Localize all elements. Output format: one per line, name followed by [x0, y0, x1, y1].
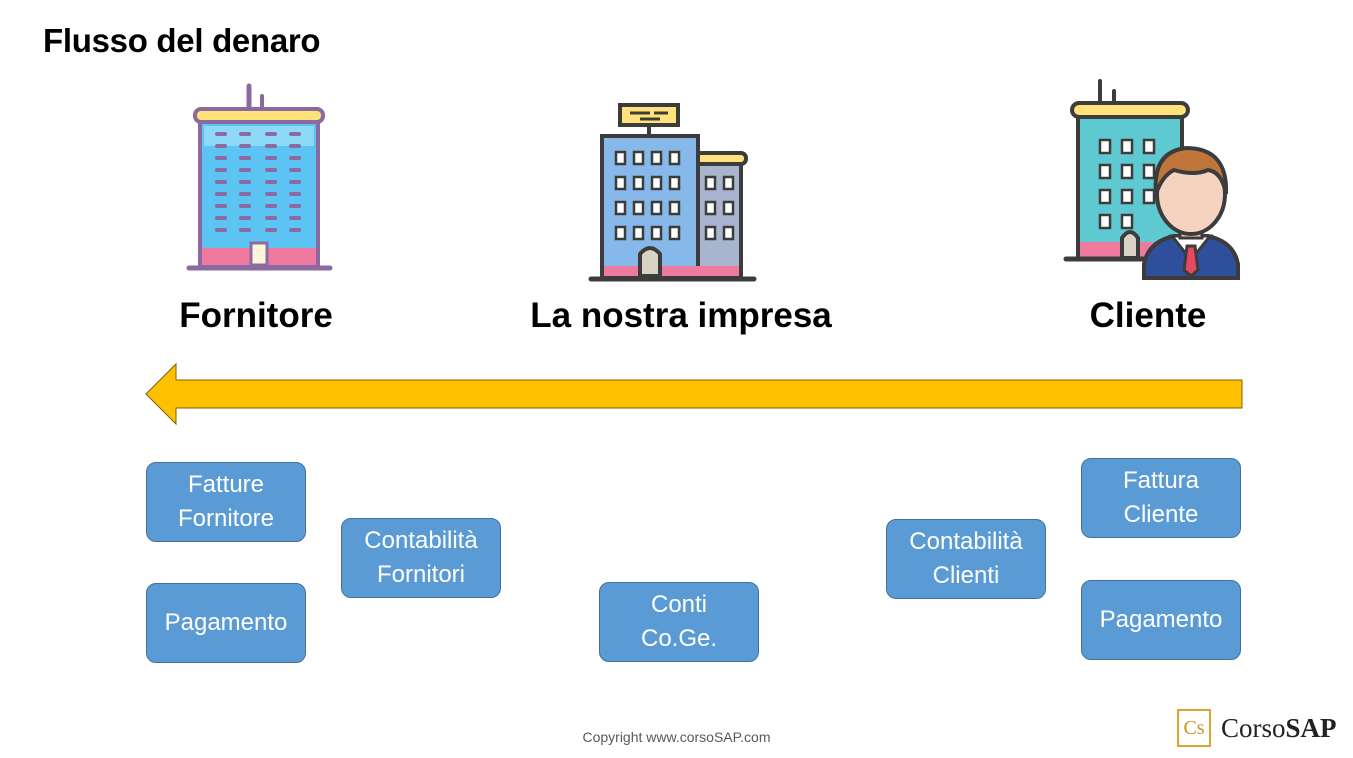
- company-label: La nostra impresa: [530, 296, 832, 335]
- customer-label: Cliente: [1089, 296, 1207, 335]
- skyscraper-icon: [186, 83, 333, 271]
- supplier-payment-box: Pagamento: [146, 583, 306, 663]
- gl-accounts-box: Conti Co.Ge.: [599, 582, 759, 662]
- brand-mark-icon: Cs: [1177, 709, 1211, 747]
- customer-accounting-box: Contabilità Clienti: [886, 519, 1046, 599]
- customer-payment-box: Pagamento: [1081, 580, 1241, 660]
- brand-name: CorsoSAP: [1221, 712, 1337, 743]
- supplier-label: Fornitore: [179, 296, 333, 335]
- money-flow-arrow: [145, 362, 1243, 426]
- supplier-accounting-box: Contabilità Fornitori: [341, 518, 501, 598]
- office-building-icon: [588, 103, 757, 282]
- customer-with-building-icon: [1063, 79, 1240, 280]
- page-title: Flusso del denaro: [43, 22, 321, 59]
- copyright-text: Copyright www.corsoSAP.com: [582, 729, 771, 745]
- customer-invoice-box: Fattura Cliente: [1081, 458, 1241, 538]
- supplier-invoices-box: Fatture Fornitore: [146, 462, 306, 542]
- brand-logo: Cs CorsoSAP: [1177, 709, 1337, 747]
